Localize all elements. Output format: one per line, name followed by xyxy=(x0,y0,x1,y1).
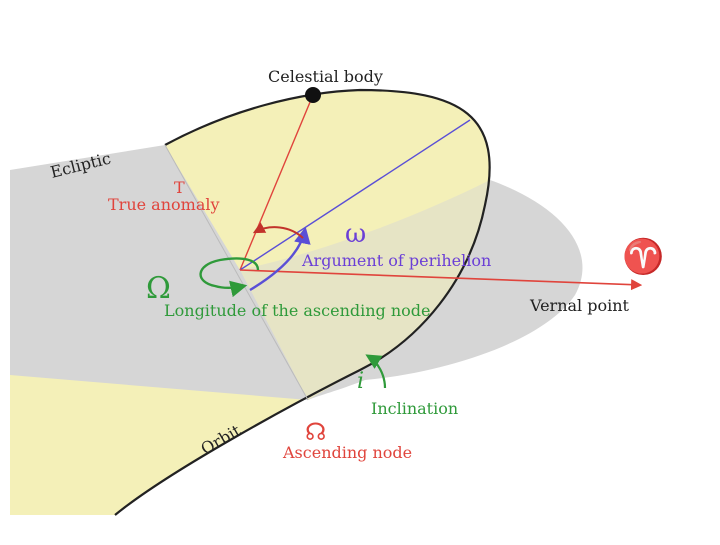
vernal-point-arrow xyxy=(239,269,643,291)
perihelion-line xyxy=(239,119,471,271)
ascending-node-label: Ascending node xyxy=(282,443,412,462)
node-line xyxy=(164,144,309,401)
inclination-label: Inclination xyxy=(371,399,458,418)
true-anomaly-line xyxy=(239,94,314,271)
longitude-node-label: Longitude of the ascending node xyxy=(164,301,431,320)
true-anomaly-arc xyxy=(252,222,304,239)
true-anomaly-symbol: T xyxy=(174,178,185,197)
ascending-node-symbol: ☊ xyxy=(305,418,326,446)
vernal-point-label: Vernal point xyxy=(529,296,630,315)
celestial-body-label: Celestial body xyxy=(268,67,383,86)
inclination-arc xyxy=(365,354,387,389)
omega-small-symbol: ω xyxy=(345,219,366,249)
celestial-body-dot xyxy=(305,87,321,103)
true-anomaly-label: True anomaly xyxy=(108,195,220,214)
aries-symbol: ♈ xyxy=(622,237,664,277)
argument-of-perihelion-label: Argument of perihelion xyxy=(301,251,491,270)
longitude-node-arc xyxy=(199,257,260,298)
inclination-symbol: i xyxy=(357,369,364,394)
omega-big-symbol: Ω xyxy=(146,271,171,306)
